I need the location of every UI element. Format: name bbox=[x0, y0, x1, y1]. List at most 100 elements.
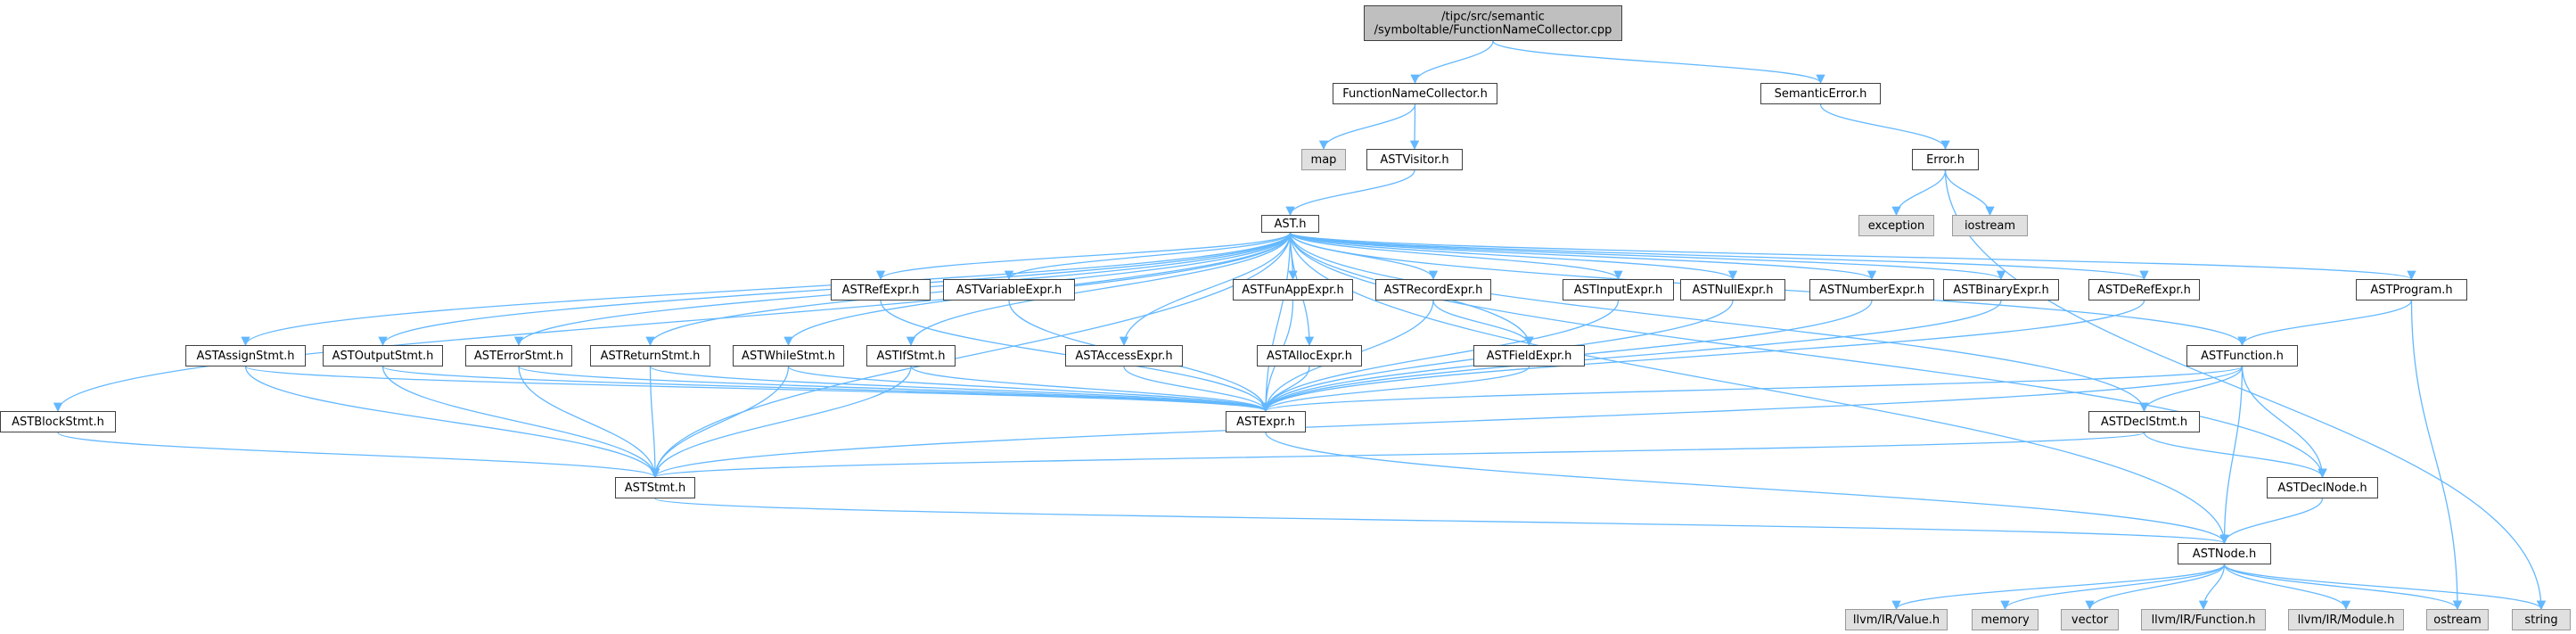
edge-error-to-iostream bbox=[1944, 169, 1995, 217]
node-returnstmt[interactable]: ASTReturnStmt.h bbox=[590, 345, 710, 366]
edge-ast-to-inputexpr bbox=[1289, 232, 1623, 281]
node-box-derefexpr bbox=[2088, 279, 2200, 301]
node-box-recordexpr bbox=[1375, 279, 1491, 301]
node-errorstmt[interactable]: ASTErrorStmt.h bbox=[465, 345, 572, 366]
node-label-map: map bbox=[1311, 153, 1337, 167]
node-label-astvisitor: ASTVisitor.h bbox=[1380, 153, 1448, 167]
node-box-blockstmt bbox=[0, 411, 116, 432]
node-box-function bbox=[2186, 345, 2298, 366]
edge-function-to-expr bbox=[1261, 366, 2244, 413]
node-box-expr bbox=[1226, 411, 1306, 432]
node-label-fieldexpr: ASTFieldExpr.h bbox=[1487, 350, 1572, 363]
edge-derefexpr-to-expr bbox=[1260, 300, 2145, 413]
node-recordexpr[interactable]: ASTRecordExpr.h bbox=[1375, 279, 1491, 301]
edge-declstmt-to-declnode bbox=[2143, 432, 2327, 479]
edge-ast-to-ifstmt bbox=[906, 232, 1292, 347]
edge-program-to-function bbox=[2237, 300, 2413, 347]
node-box-numberexpr bbox=[1809, 279, 1934, 301]
node-box-llvmvalue bbox=[1845, 609, 1948, 630]
node-label-error: Error.h bbox=[1926, 153, 1965, 167]
node-node[interactable]: ASTNode.h bbox=[2178, 543, 2271, 564]
node-box-varexpr bbox=[943, 279, 1075, 301]
edge-node-to-memory bbox=[2000, 564, 2226, 611]
node-program[interactable]: ASTProgram.h bbox=[2356, 279, 2467, 301]
node-box-returnstmt bbox=[590, 345, 710, 366]
node-function[interactable]: ASTFunction.h bbox=[2186, 345, 2298, 366]
edge-ast-to-refexpr bbox=[875, 232, 1292, 281]
node-label-semerr: SemanticError.h bbox=[1775, 87, 1867, 101]
node-label-declstmt: ASTDeclStmt.h bbox=[2101, 416, 2187, 429]
node-box-astvisitor bbox=[1366, 149, 1463, 170]
node-label-blockstmt: ASTBlockStmt.h bbox=[12, 416, 104, 429]
edge-blockstmt-to-stmt bbox=[57, 432, 660, 479]
edge-node-to-string bbox=[2223, 564, 2547, 611]
node-label-ast: AST.h bbox=[1275, 218, 1307, 231]
node-label-allocexpr: ASTAllocExpr.h bbox=[1267, 350, 1352, 363]
node-declnode[interactable]: ASTDeclNode.h bbox=[2267, 477, 2378, 498]
edge-ast-to-nullexpr bbox=[1289, 232, 1738, 281]
node-allocexpr[interactable]: ASTAllocExpr.h bbox=[1257, 345, 1362, 366]
node-astvisitor[interactable]: ASTVisitor.h bbox=[1366, 149, 1463, 170]
node-map: map bbox=[1301, 149, 1346, 170]
node-label-derefexpr: ASTDeRefExpr.h bbox=[2097, 284, 2191, 297]
node-label-whilestmt: ASTWhileStmt.h bbox=[742, 350, 835, 363]
node-varexpr[interactable]: ASTVariableExpr.h bbox=[943, 279, 1075, 301]
node-ifstmt[interactable]: ASTIfStmt.h bbox=[866, 345, 956, 366]
edge-ast-to-numberexpr bbox=[1289, 232, 1876, 281]
edge-node-to-llvmfunction bbox=[2198, 564, 2226, 611]
edge-inputexpr-to-expr bbox=[1260, 300, 1620, 413]
node-accessexpr[interactable]: ASTAccessExpr.h bbox=[1065, 345, 1183, 366]
edge-returnstmt-to-expr bbox=[649, 366, 1270, 413]
node-label-accessexpr: ASTAccessExpr.h bbox=[1075, 350, 1172, 363]
edge-semerr-to-error bbox=[1819, 103, 1950, 151]
node-box-program bbox=[2356, 279, 2467, 301]
node-root[interactable]: /tipc/src/semantic/symboltable/FunctionN… bbox=[1364, 5, 1622, 41]
node-numberexpr[interactable]: ASTNumberExpr.h bbox=[1809, 279, 1934, 301]
node-inputexpr[interactable]: ASTInputExpr.h bbox=[1563, 279, 1674, 301]
node-error[interactable]: Error.h bbox=[1912, 149, 1979, 170]
edge-node-to-llvmmodule bbox=[2223, 564, 2351, 611]
node-semerr[interactable]: SemanticError.h bbox=[1760, 83, 1881, 104]
node-box-inputexpr bbox=[1563, 279, 1674, 301]
node-declstmt[interactable]: ASTDeclStmt.h bbox=[2088, 411, 2200, 432]
node-whilestmt[interactable]: ASTWhileStmt.h bbox=[733, 345, 844, 366]
node-label-refexpr: ASTRefExpr.h bbox=[842, 284, 920, 297]
node-nullexpr[interactable]: ASTNullExpr.h bbox=[1680, 279, 1785, 301]
node-binaryexpr[interactable]: ASTBinaryExpr.h bbox=[1943, 279, 2059, 301]
node-label-numberexpr: ASTNumberExpr.h bbox=[1819, 284, 1924, 297]
node-label-llvmfunction: llvm/IR/Function.h bbox=[2152, 613, 2256, 627]
node-derefexpr[interactable]: ASTDeRefExpr.h bbox=[2088, 279, 2200, 301]
node-vector: vector bbox=[2061, 609, 2119, 630]
edge-function-to-declstmt bbox=[2139, 366, 2244, 413]
edge-fnc-to-map bbox=[1318, 103, 1416, 151]
node-iostream: iostream bbox=[1952, 215, 2028, 236]
node-assignstmt[interactable]: ASTAssignStmt.h bbox=[185, 345, 306, 366]
node-box-llvmfunction bbox=[2141, 609, 2266, 630]
node-label-binaryexpr: ASTBinaryExpr.h bbox=[1953, 284, 2049, 297]
node-blockstmt[interactable]: ASTBlockStmt.h bbox=[0, 411, 116, 432]
node-box-accessexpr bbox=[1065, 345, 1183, 366]
node-box-root bbox=[1364, 5, 1622, 41]
edges-layer bbox=[53, 40, 2547, 611]
node-label-outputstmt: ASTOutputStmt.h bbox=[332, 350, 434, 363]
node-outputstmt[interactable]: ASTOutputStmt.h bbox=[323, 345, 443, 366]
node-expr[interactable]: ASTExpr.h bbox=[1226, 411, 1306, 432]
node-fnc[interactable]: FunctionNameCollector.h bbox=[1333, 83, 1497, 104]
node-exception: exception bbox=[1858, 215, 1934, 236]
node-label-iostream: iostream bbox=[1965, 219, 2015, 233]
node-refexpr[interactable]: ASTRefExpr.h bbox=[831, 279, 931, 301]
edge-ast-to-accessexpr bbox=[1119, 232, 1292, 347]
node-ast[interactable]: AST.h bbox=[1261, 215, 1319, 233]
edge-expr-to-node bbox=[1265, 432, 2229, 545]
node-label-assignstmt: ASTAssignStmt.h bbox=[196, 350, 294, 363]
edge-outputstmt-to-stmt bbox=[381, 366, 660, 479]
node-label-recordexpr: ASTRecordExpr.h bbox=[1384, 284, 1483, 297]
edge-ast-to-stmt bbox=[650, 232, 1292, 479]
node-funappexpr[interactable]: ASTFunAppExpr.h bbox=[1233, 279, 1353, 301]
edge-error-to-string bbox=[1944, 169, 2547, 611]
node-box-fieldexpr bbox=[1473, 345, 1585, 366]
edge-program-to-ostream bbox=[2410, 300, 2463, 611]
node-stmt[interactable]: ASTStmt.h bbox=[615, 477, 695, 498]
node-fieldexpr[interactable]: ASTFieldExpr.h bbox=[1473, 345, 1585, 366]
edge-astvisitor-to-ast bbox=[1285, 169, 1415, 217]
